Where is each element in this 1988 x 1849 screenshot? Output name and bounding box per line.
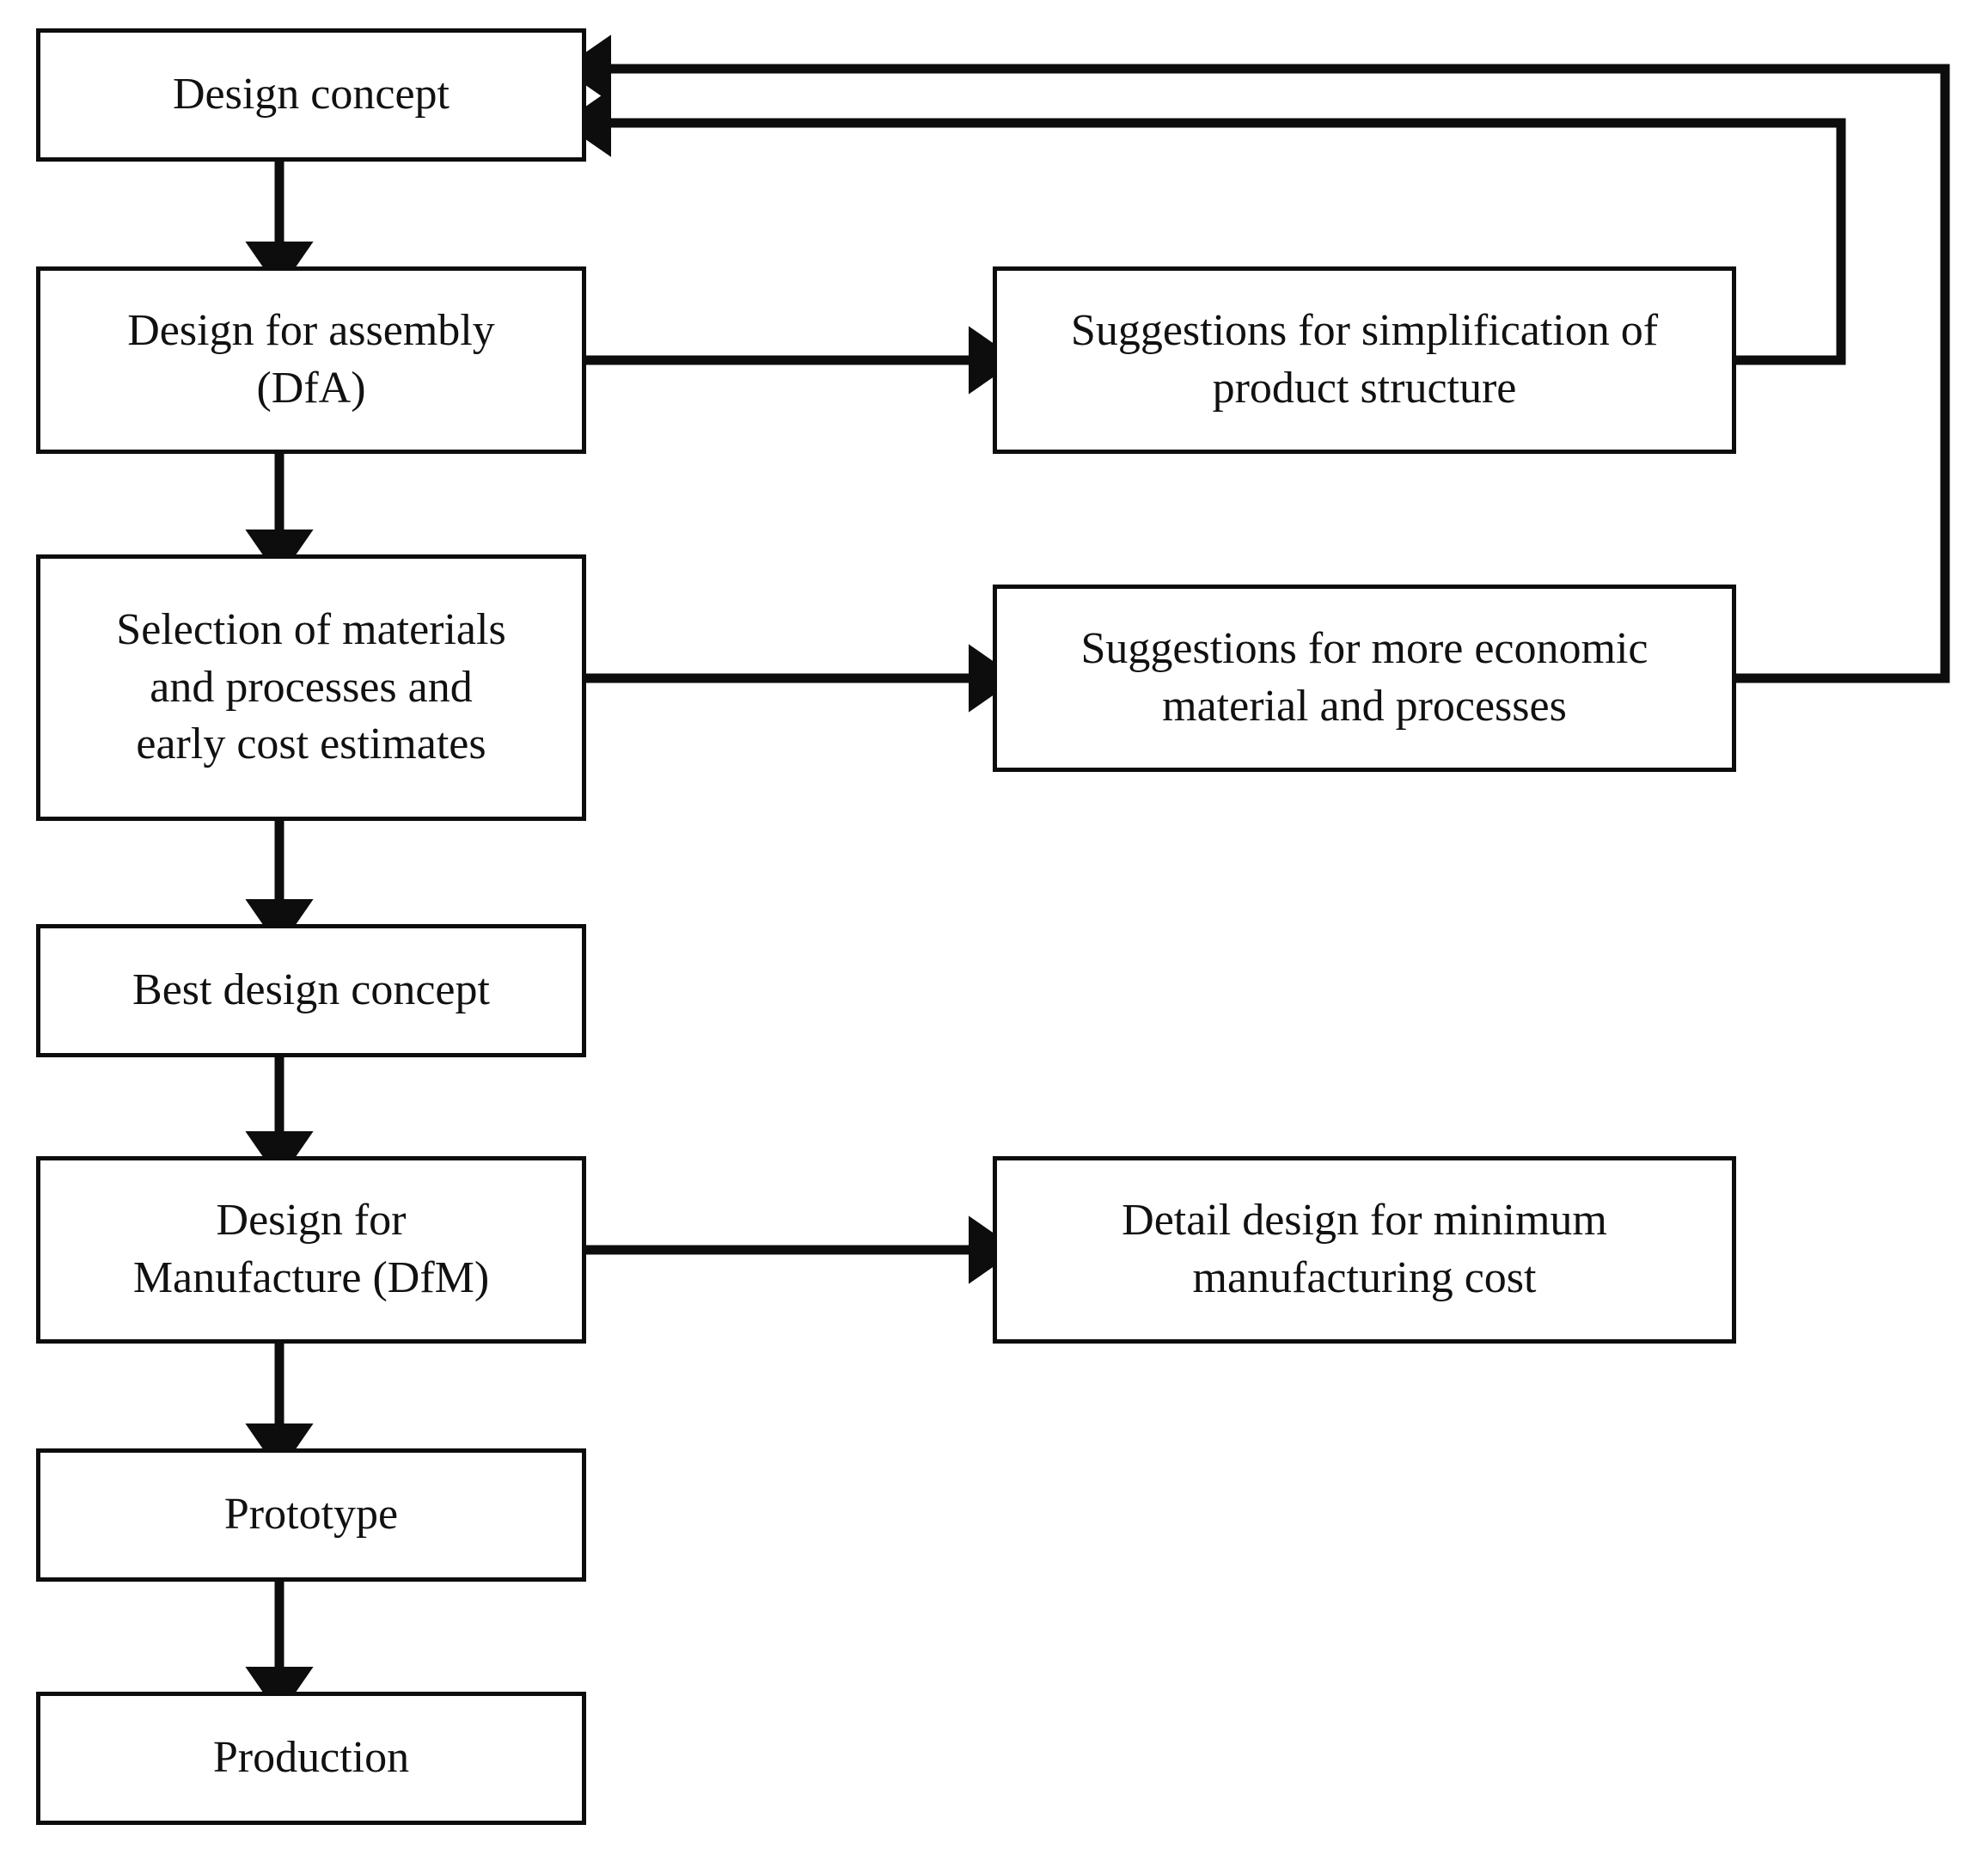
node-prototype[interactable]: Prototype (36, 1448, 586, 1582)
node-label: Production (212, 1733, 410, 1783)
node-best-design-concept[interactable]: Best design concept (36, 924, 586, 1057)
node-suggestions-economic[interactable]: Suggestions for more economic material a… (993, 585, 1736, 772)
node-label: Design for Manufacture (DfM) (132, 1196, 490, 1302)
node-label: Selection of materials and processes and… (116, 605, 506, 769)
edge-feedback-economic-to-design-concept (561, 34, 1950, 683)
node-label: Detail design for minimum manufacturing … (1122, 1196, 1607, 1302)
node-production[interactable]: Production (36, 1692, 586, 1825)
node-detail-design-minimum-cost[interactable]: Detail design for minimum manufacturing … (993, 1156, 1736, 1344)
edge-feedback-simplification-to-design-concept (561, 89, 1846, 365)
node-label: Design concept (172, 70, 450, 119)
node-design-for-manufacture[interactable]: Design for Manufacture (DfM) (36, 1156, 586, 1344)
node-label: Suggestions for more economic material a… (1080, 624, 1649, 731)
node-suggestions-simplification[interactable]: Suggestions for simplification of produc… (993, 266, 1736, 454)
node-label: Suggestions for simplification of produc… (1070, 306, 1659, 413)
node-label: Design for assembly (DfA) (127, 306, 495, 413)
node-selection-of-materials[interactable]: Selection of materials and processes and… (36, 554, 586, 821)
node-label: Prototype (223, 1490, 399, 1540)
node-label: Best design concept (132, 965, 490, 1015)
node-design-concept[interactable]: Design concept (36, 28, 586, 162)
node-design-for-assembly[interactable]: Design for assembly (DfA) (36, 266, 586, 454)
